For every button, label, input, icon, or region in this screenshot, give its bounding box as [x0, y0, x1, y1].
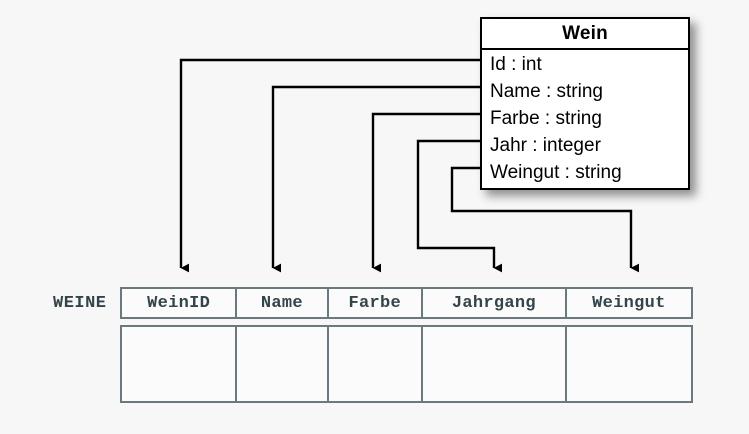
- uml-attribute-name: Name : string: [490, 81, 603, 102]
- connector-farbe-farbe: [371, 112, 480, 273]
- table-cell-farbe[interactable]: [329, 327, 423, 401]
- uml-attribute-farbe: Farbe : string: [490, 108, 602, 129]
- uml-attribute-compartment: Id : int Name : string Farbe : string Ja…: [482, 50, 688, 188]
- uml-class-box[interactable]: Wein Id : int Name : string Farbe : stri…: [480, 17, 690, 190]
- uml-attribute-id: Id : int: [490, 54, 542, 75]
- connector-weingut-weingut: [450, 166, 640, 273]
- table-cell-weinid[interactable]: [122, 327, 238, 401]
- table-column-header-farbe[interactable]: Farbe: [329, 289, 423, 317]
- table-column-header-weingut[interactable]: Weingut: [592, 293, 666, 313]
- table-column-header-weinid[interactable]: WeinID: [122, 289, 238, 317]
- table-cell-jahrgang[interactable]: [423, 327, 567, 401]
- table-header-row: WeinID Name Farbe Jahrgang Weingut: [120, 287, 693, 319]
- uml-class-name: Wein: [482, 19, 688, 50]
- connector-jahr-jahrgang: [416, 139, 503, 273]
- relation-table[interactable]: WeinID Name Farbe Jahrgang Weingut: [120, 287, 693, 403]
- relation-name-label: WEINE: [53, 294, 107, 313]
- connector-id-weinid: [179, 58, 480, 273]
- table-row[interactable]: [120, 325, 693, 403]
- table-column-header-jahrgang[interactable]: Jahrgang: [423, 289, 567, 317]
- table-column-header-name[interactable]: Name: [237, 289, 329, 317]
- table-cell-weingut[interactable]: [567, 327, 691, 401]
- table-cell-name[interactable]: [237, 327, 329, 401]
- uml-attribute-weingut: Weingut : string: [490, 162, 622, 183]
- uml-attribute-jahr: Jahr : integer: [490, 135, 601, 156]
- connector-name-name: [271, 85, 480, 273]
